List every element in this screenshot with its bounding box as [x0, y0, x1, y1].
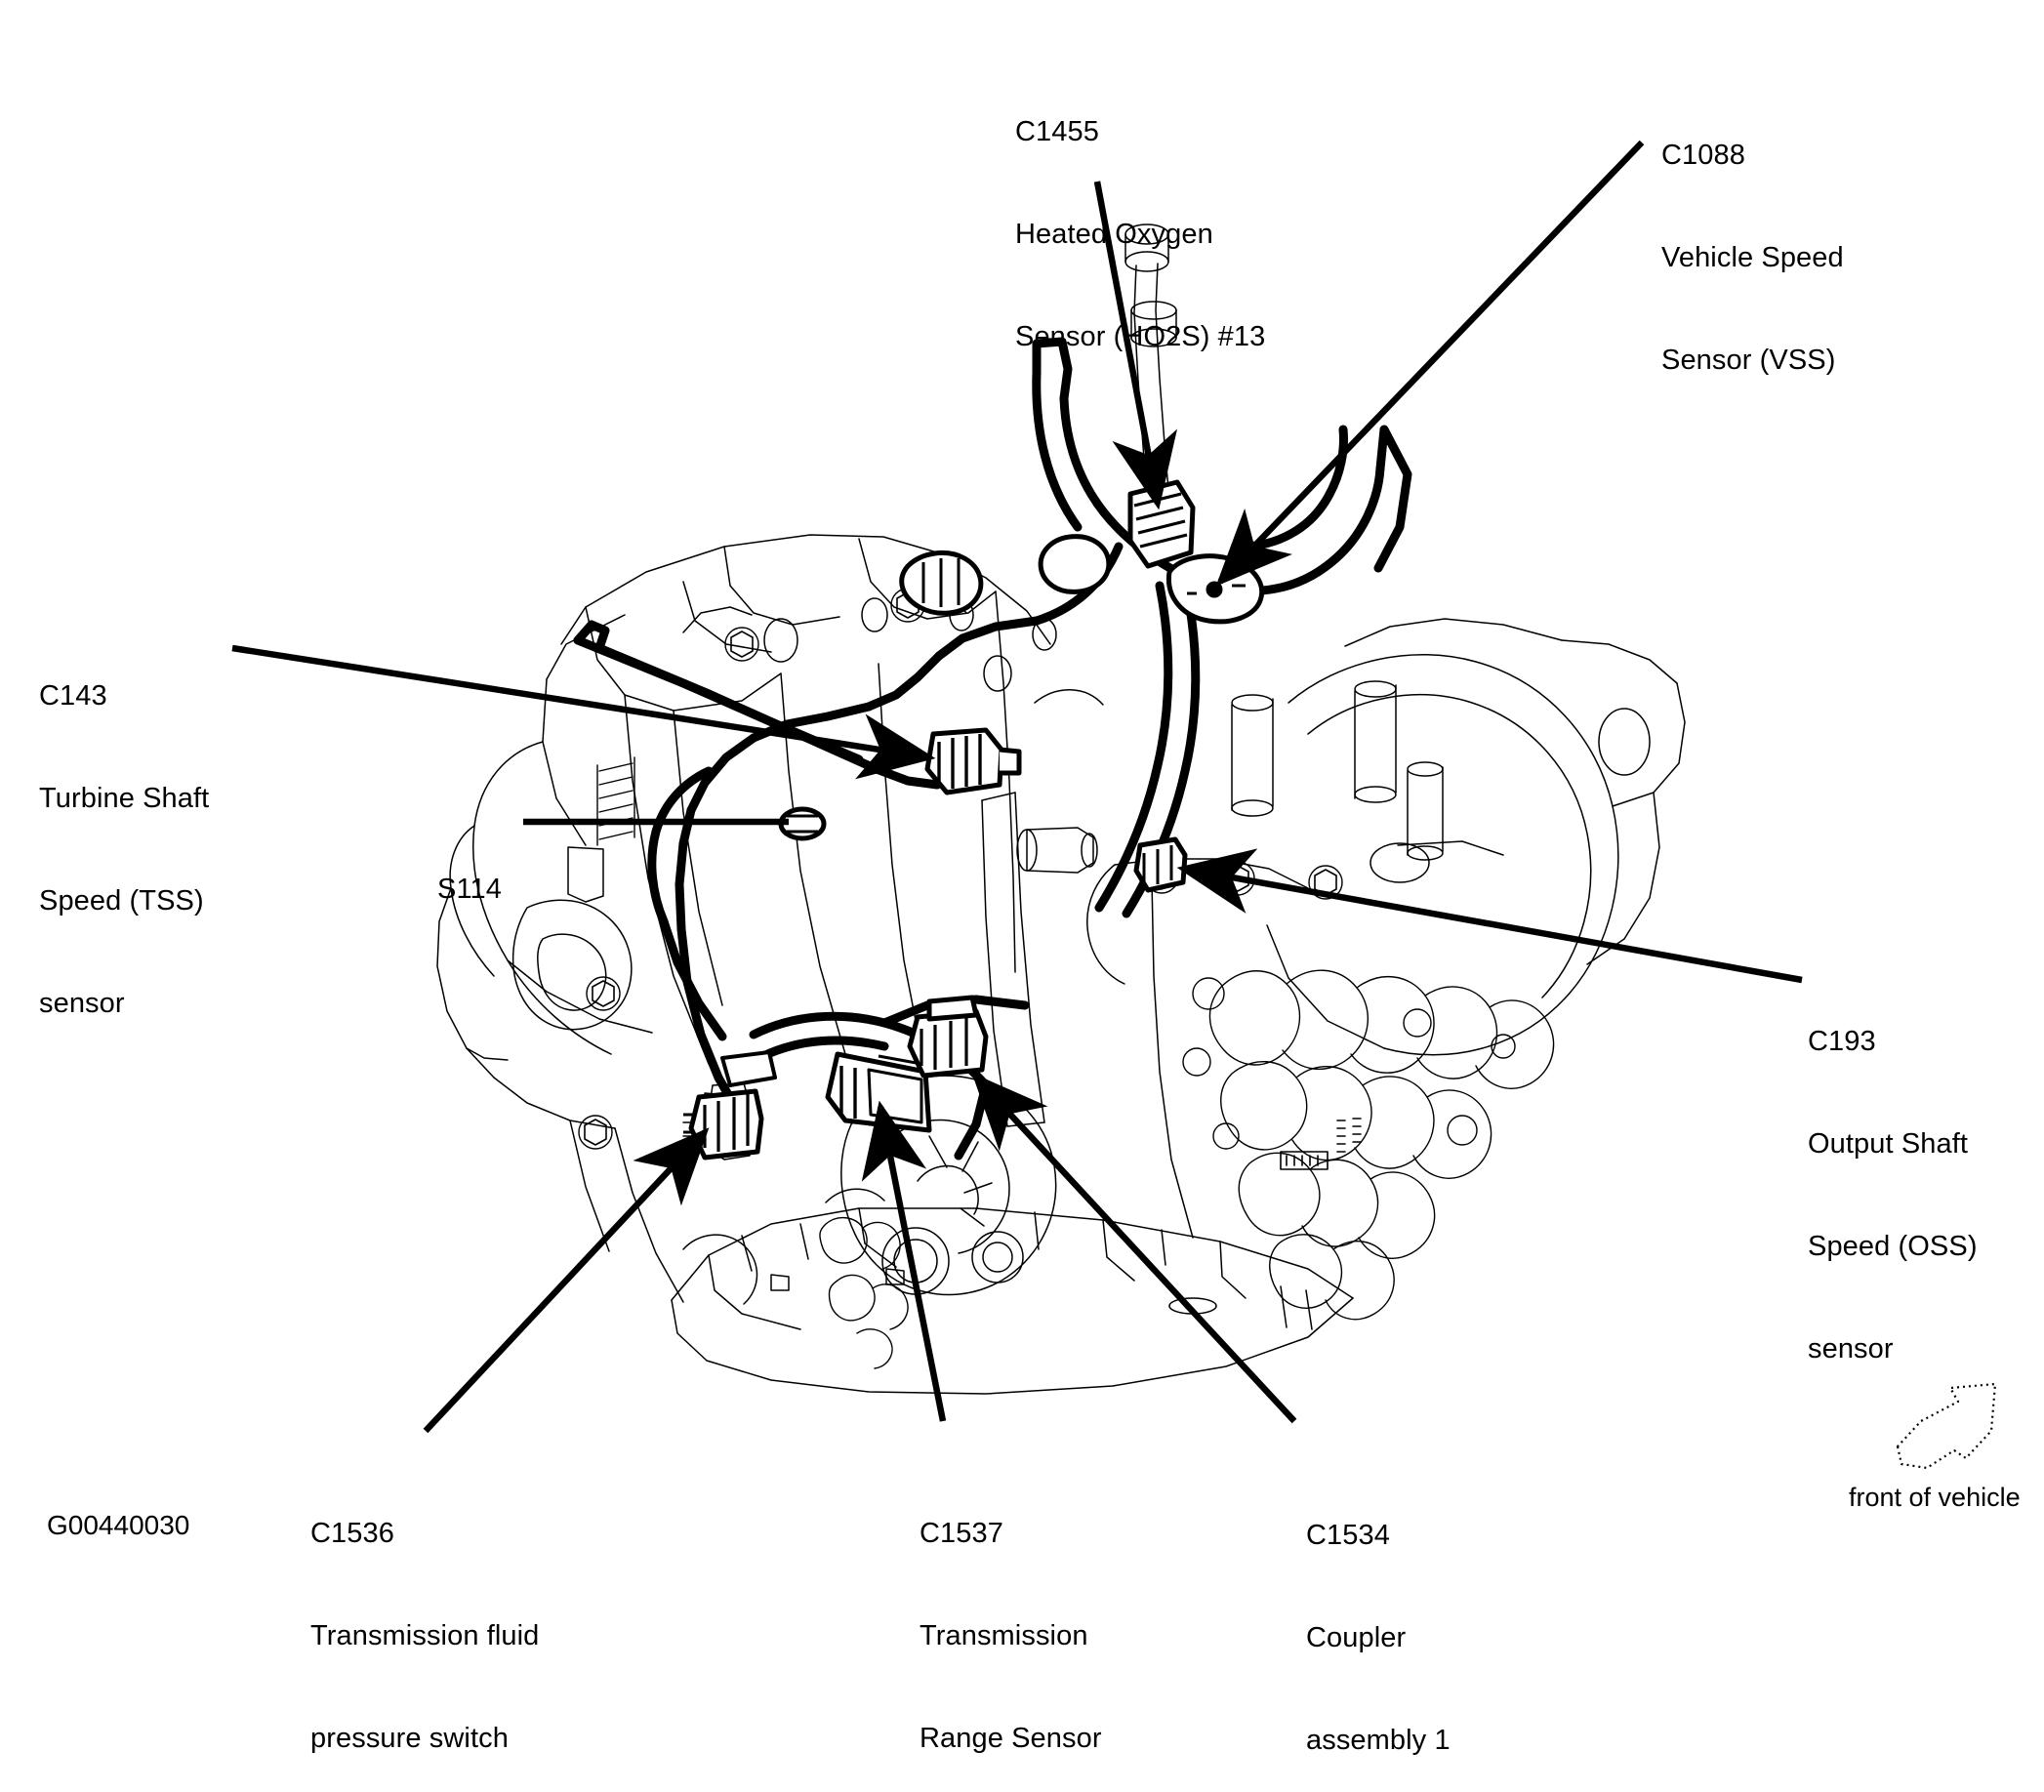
callout-c1537: C1537 Transmission Range Sensor [920, 1448, 1102, 1790]
leader-c1534 [971, 1073, 1297, 1424]
callout-c143-line-0: C143 [39, 680, 107, 712]
leader-c1536 [423, 1127, 710, 1434]
callout-c143-line-3: sensor [39, 988, 125, 1019]
callout-c193: C193 Output Shaft Speed (OSS) sensor [1808, 957, 1978, 1401]
connector-c1534 [907, 995, 989, 1079]
callout-s114-line-0: S114 [437, 874, 502, 905]
callout-c1088-line-2: Sensor (VSS) [1661, 345, 1836, 376]
callout-c1537-line-1: Transmission [920, 1620, 1088, 1651]
transaxle-body-outline [436, 224, 1686, 1395]
callout-c1536: C1536 Transmission fluid pressure switch [310, 1448, 539, 1790]
leader-c1537 [861, 1100, 947, 1422]
callout-c1088-line-1: Vehicle Speed [1661, 242, 1844, 273]
callout-c1455-line-2: Sensor (HO2S) #13 [1015, 321, 1266, 352]
connector-inline-left-lower [720, 1050, 777, 1087]
callout-c1534-line-2: assembly 1 [1306, 1725, 1451, 1756]
callout-c1534-line-0: C1534 [1306, 1520, 1390, 1551]
leader-c1455 [1093, 181, 1178, 510]
transaxle-diagram [231, 140, 1803, 1434]
callout-c193-line-2: Speed (OSS) [1808, 1231, 1978, 1262]
callout-c143: C143 Turbine Shaft Speed (TSS) sensor [39, 611, 209, 1055]
callout-c143-line-2: Speed (TSS) [39, 885, 204, 916]
callout-c1537-line-0: C1537 [920, 1518, 1003, 1549]
callout-c1536-line-1: Transmission fluid [310, 1620, 540, 1651]
connector-c1455 [1127, 479, 1196, 569]
callout-c1537-line-2: Range Sensor [920, 1723, 1102, 1754]
callout-c1534: C1534 Coupler assembly 1 [1306, 1450, 1451, 1792]
leader-lines [231, 140, 1803, 1434]
callout-c193-line-0: C193 [1808, 1026, 1876, 1057]
leader-c1088 [1215, 140, 1645, 587]
callout-c1536-line-2: pressure switch [310, 1723, 509, 1754]
callout-c1455: C1455 Heated Oxygen Sensor (HO2S) #13 [1015, 47, 1265, 388]
connector-c1088 [1165, 553, 1265, 625]
callout-c1088-line-0: C1088 [1661, 140, 1745, 171]
callout-c193-line-1: Output Shaft [1808, 1128, 1969, 1160]
connector-c193 [1133, 836, 1188, 893]
callout-s114: S114 [437, 804, 502, 941]
connector-inline-upper-left [899, 550, 984, 616]
callout-c1088: C1088 Vehicle Speed Sensor (VSS) [1661, 70, 1844, 412]
callout-c193-line-3: sensor [1808, 1333, 1894, 1364]
leader-c143 [231, 644, 936, 780]
callout-c143-line-1: Turbine Shaft [39, 783, 210, 814]
front-of-vehicle-label: front of vehicle [1849, 1483, 2021, 1512]
northeast-arrow-icon [1896, 1382, 1997, 1470]
callout-c1534-line-1: Coupler [1306, 1622, 1407, 1653]
figure-id-label: G00440030 [47, 1510, 190, 1540]
leader-c193 [1176, 848, 1803, 984]
callout-c1536-line-0: C1536 [310, 1518, 394, 1549]
callout-c1455-line-0: C1455 [1015, 116, 1099, 147]
connector-inline-upper-right [1038, 534, 1112, 594]
harness-connectors [683, 479, 1265, 1161]
callout-c1455-line-1: Heated Oxygen [1015, 219, 1213, 250]
